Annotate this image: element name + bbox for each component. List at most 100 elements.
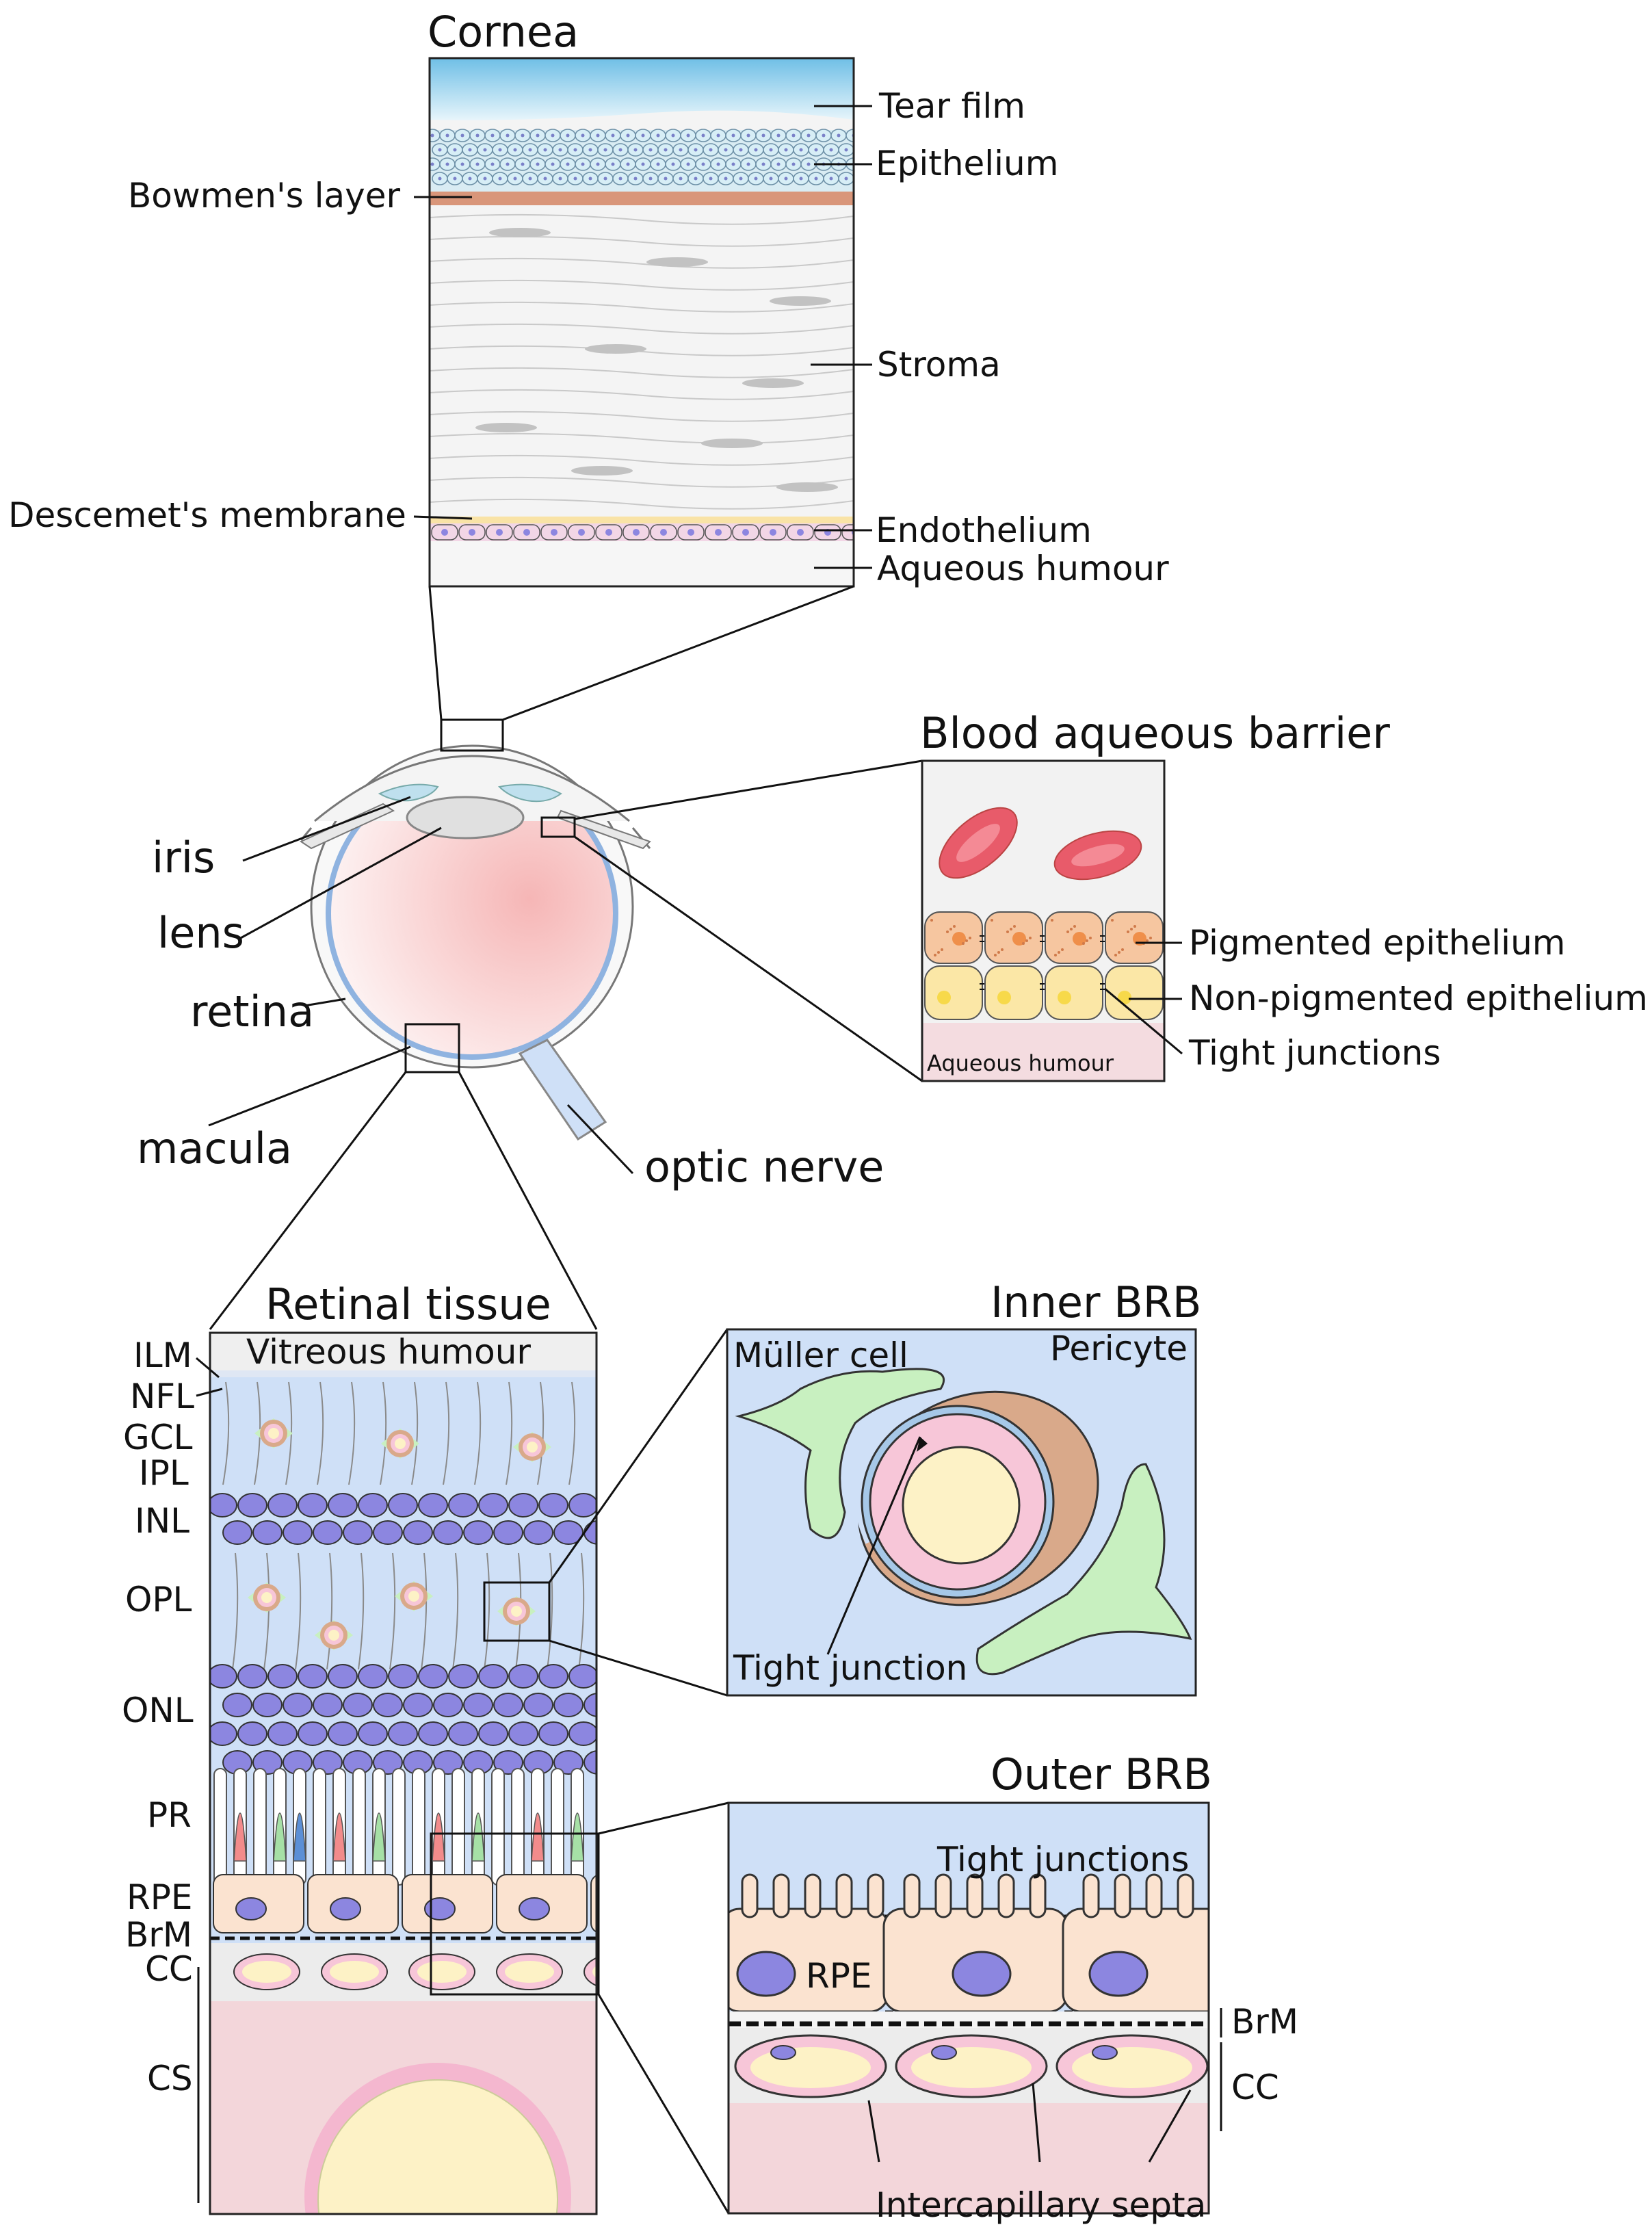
onl-nucleus <box>313 1693 343 1717</box>
cell-nucleus <box>860 148 863 152</box>
onl-nucleus <box>418 1664 448 1689</box>
photoreceptor <box>412 1768 425 1886</box>
pigment-granule <box>949 928 952 930</box>
nerve-fiber <box>326 1552 333 1670</box>
cell-nucleus <box>581 162 585 166</box>
photoreceptor <box>491 1768 505 1886</box>
capillary-lumen <box>408 1591 419 1602</box>
label-outer-rpe: RPE <box>806 1956 871 1996</box>
onl-nucleus <box>267 1664 298 1689</box>
layer-ilm: ILM <box>133 1336 192 1375</box>
cell-nucleus <box>483 177 487 181</box>
cell-nucleus <box>761 133 765 138</box>
keratocyte <box>742 378 804 388</box>
inl-nucleus <box>463 1520 493 1545</box>
cell-nucleus <box>611 162 615 166</box>
cell-nucleus <box>761 162 765 166</box>
endothelial-nucleus <box>770 2045 796 2060</box>
cell-nucleus <box>506 133 510 138</box>
microvillus <box>903 1873 921 1918</box>
pigment-granule <box>1133 925 1136 928</box>
cell-nucleus <box>513 177 517 181</box>
layer-nfl: NFL <box>130 1377 194 1416</box>
endothelial-cell <box>841 524 854 541</box>
cell-nucleus <box>837 133 841 138</box>
cell-nucleus <box>867 134 871 138</box>
inl-nucleus <box>584 1520 596 1545</box>
pigment-granule <box>1149 937 1152 939</box>
cell-nucleus <box>558 177 562 181</box>
pigment-granule <box>1061 948 1064 951</box>
cell-nucleus <box>528 148 532 152</box>
cell-nucleus <box>671 162 675 166</box>
pigment-granule <box>1130 928 1133 930</box>
layer-cc: CC <box>145 1949 193 1989</box>
outer-brb-zoom-box <box>430 1832 600 1996</box>
pigment-granule <box>1013 925 1016 928</box>
inl-nucleus <box>493 1520 523 1545</box>
label-pericyte: Pericyte <box>1050 1329 1188 1368</box>
cell-nucleus <box>633 529 640 536</box>
cell-nucleus <box>430 162 434 166</box>
cell-nucleus <box>523 529 530 536</box>
cone-outer-segment <box>332 1812 346 1862</box>
eye-illustration: iris lens retina macula optic nerve <box>137 718 923 1330</box>
cell-nucleus <box>536 162 540 166</box>
cell-nucleus <box>807 162 811 166</box>
keratocyte <box>776 482 838 492</box>
vitreous-band <box>210 1333 596 1370</box>
cell-nucleus <box>829 177 833 181</box>
cell-nucleus <box>648 177 653 181</box>
pigment-granule <box>1066 930 1069 933</box>
nerve-fiber <box>452 1552 459 1670</box>
bab-aqueous-label: Aqueous humour <box>927 1050 1114 1076</box>
rpe-nucleus <box>614 1898 644 1920</box>
cell-nucleus <box>445 133 449 138</box>
label-bowmens-layer: Bowmen's layer <box>128 176 401 216</box>
cell-nucleus <box>799 177 803 181</box>
cell-nucleus <box>521 133 525 138</box>
cell-nucleus <box>578 529 585 536</box>
cell-nucleus <box>656 133 660 138</box>
cc-lumen <box>330 1961 379 1983</box>
microvillus <box>1177 1873 1194 1918</box>
cell-nucleus <box>791 162 796 166</box>
cornea-zoom-box <box>440 718 504 752</box>
microvillus <box>1082 1873 1100 1918</box>
nerve-fiber <box>232 1552 239 1670</box>
muller-cell <box>735 1368 945 1539</box>
onl-nucleus <box>237 1721 267 1746</box>
cc-lumen <box>592 1966 596 1978</box>
outer-choroid <box>729 2103 1209 2213</box>
inl-nucleus <box>222 1520 252 1545</box>
cell-nucleus <box>641 162 645 166</box>
label-stroma: Stroma <box>877 345 1001 385</box>
pigment-granule <box>962 942 965 945</box>
cell-nucleus <box>829 148 833 152</box>
cc-lumen <box>505 1961 554 1983</box>
inl-nucleus <box>553 1520 584 1545</box>
cell-nucleus <box>716 133 720 138</box>
cell-nucleus <box>1012 932 1026 946</box>
stroma-fiber <box>430 323 854 335</box>
optic-nerve <box>518 1039 607 1141</box>
epithelium-cells <box>430 129 871 185</box>
stroma-fiber <box>430 432 854 444</box>
cell-nucleus <box>746 162 750 166</box>
epithelial-cell <box>845 129 854 142</box>
capillary-lumen <box>511 1606 522 1617</box>
inl-nucleus <box>478 1493 508 1518</box>
inner-brb-title: Inner BRB <box>991 1277 1201 1327</box>
cell-nucleus <box>605 529 612 536</box>
cell-nucleus <box>709 177 713 181</box>
cone-outer-segment <box>372 1812 386 1862</box>
label-macula: macula <box>137 1123 292 1173</box>
cell-nucleus <box>611 133 615 138</box>
photoreceptors <box>213 1768 584 1886</box>
nerve-fiber <box>358 1552 365 1670</box>
cone-outer-segment <box>293 1812 306 1862</box>
onl-nucleus <box>210 1664 237 1689</box>
label-outer-cc: CC <box>1231 2068 1279 2107</box>
photoreceptor <box>352 1768 366 1886</box>
onl-nucleus <box>584 1693 596 1717</box>
